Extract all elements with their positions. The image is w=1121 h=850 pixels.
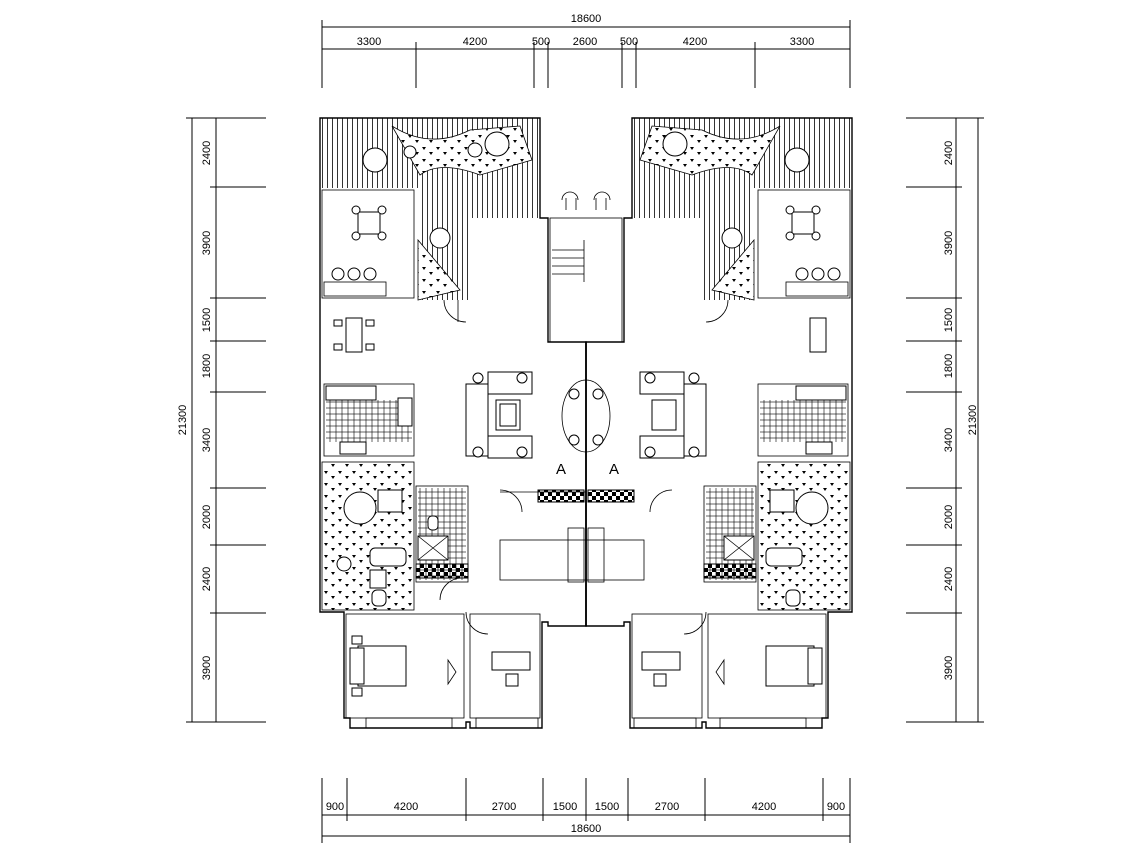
right-total-dimension: 21300: [967, 405, 979, 436]
bottom-segment: 4200: [752, 801, 776, 813]
top-segment: 500: [620, 36, 638, 48]
top-segment-labels: 3300 4200 500 2600 500 4200 3300: [357, 36, 814, 48]
left-segment: 1800: [201, 354, 213, 378]
left-dining-set: [323, 205, 387, 353]
top-segment: 4200: [683, 36, 707, 48]
right-segment: 2400: [943, 141, 955, 165]
left-segment: 2000: [201, 505, 213, 529]
bottom-segment: 1500: [595, 801, 619, 813]
left-bed: [349, 635, 457, 697]
bottom-segment: 2700: [655, 801, 679, 813]
left-segment: 1500: [201, 308, 213, 332]
right-unit-plan: [585, 117, 853, 729]
right-segment: 3900: [943, 231, 955, 255]
bottom-segment: 4200: [394, 801, 418, 813]
bottom-segment: 900: [326, 801, 344, 813]
right-segment: 3900: [943, 656, 955, 680]
left-segment: 3900: [201, 656, 213, 680]
left-terrace: [320, 118, 540, 301]
left-segment: 3400: [201, 428, 213, 452]
left-segment: 3900: [201, 231, 213, 255]
right-segment: 1800: [943, 354, 955, 378]
left-unit-plan: [319, 117, 623, 729]
top-segment: 500: [532, 36, 550, 48]
center-shared-wall: [499, 191, 645, 626]
bottom-dimension-lines: [321, 778, 851, 843]
top-segment: 2600: [573, 36, 597, 48]
right-segment: 2400: [943, 567, 955, 591]
right-dimension-lines: [906, 117, 984, 723]
top-total-dimension: 18600: [571, 13, 602, 25]
left-living-sofa: [465, 371, 533, 459]
left-dimension-lines: [186, 117, 266, 723]
unit-label-right: A: [609, 461, 619, 478]
bottom-segment: 900: [827, 801, 845, 813]
left-segment: 2400: [201, 141, 213, 165]
left-segment-labels: 2400 3900 1500 1800 3400 2000 2400 3900: [201, 141, 213, 680]
left-patio: [321, 461, 415, 611]
right-segment: 2000: [943, 505, 955, 529]
left-total-dimension: 21300: [177, 405, 189, 436]
bottom-segment: 2700: [492, 801, 516, 813]
right-segment-labels: 2400 3900 1500 1800 3400 2000 2400 3900: [943, 141, 955, 680]
bottom-segment: 1500: [553, 801, 577, 813]
unit-label-left: A: [556, 461, 566, 478]
top-dimension-lines: [321, 20, 851, 88]
left-segment: 2400: [201, 567, 213, 591]
bottom-total-dimension: 18600: [571, 823, 602, 835]
right-segment: 1500: [943, 308, 955, 332]
bottom-segment-labels: 900 4200 2700 1500 1500 2700 4200 900: [326, 801, 845, 813]
right-segment: 3400: [943, 428, 955, 452]
top-segment: 4200: [463, 36, 487, 48]
top-segment: 3300: [790, 36, 814, 48]
top-segment: 3300: [357, 36, 381, 48]
